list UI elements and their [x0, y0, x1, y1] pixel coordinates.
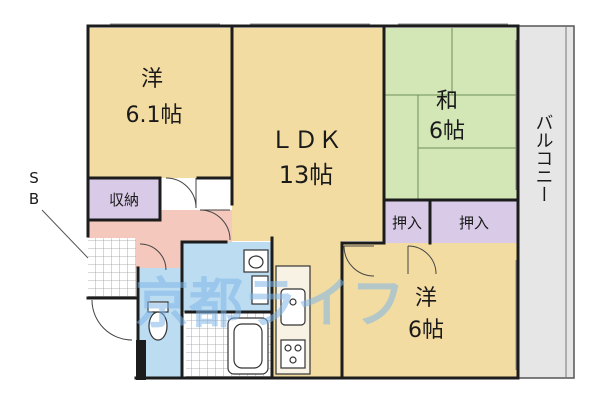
western-room-b-size: 6帖	[408, 318, 444, 343]
western-room-a-size: 6.1帖	[126, 103, 183, 128]
western-room-a-floor	[88, 28, 232, 178]
walls	[86, 24, 520, 380]
toilet-fixture	[147, 301, 169, 341]
tatami-lines	[384, 28, 518, 200]
ldk-floor	[232, 28, 384, 241]
sb-label-line2: B	[29, 190, 39, 208]
japanese-room-floor	[384, 28, 518, 200]
kitchen-counter	[275, 265, 311, 375]
western-room-b-floor	[342, 243, 518, 378]
ldk-size: 13帖	[279, 161, 334, 189]
window-marks	[110, 23, 517, 370]
sb-marker: S B	[29, 169, 89, 259]
oshiire-1-floor	[384, 200, 430, 243]
closet-floor	[88, 178, 160, 220]
sb-label-line1: S	[29, 169, 39, 187]
door-swings	[91, 177, 437, 341]
ldk-type: ＬＤＫ	[270, 126, 342, 154]
closet-label: 収納	[109, 191, 139, 209]
japanese-room-type: 和	[436, 89, 458, 114]
wall-pillar	[136, 340, 146, 380]
oshiire-1-label: 押入	[392, 214, 422, 232]
japanese-room-size: 6帖	[429, 119, 465, 144]
balcony: バルコニー	[517, 25, 575, 379]
balcony-label: バルコニー	[533, 113, 554, 203]
bathtub-fixture	[227, 317, 269, 375]
oshiire-2-label: 押入	[459, 214, 489, 232]
western-room-a-type: 洋	[141, 67, 163, 92]
entrance-floor	[88, 238, 136, 298]
sink-fixture	[243, 249, 269, 305]
oshiire-2-floor	[430, 200, 518, 243]
company-watermark: 京都ライフ	[135, 274, 405, 334]
western-room-b-type: 洋	[415, 286, 437, 311]
